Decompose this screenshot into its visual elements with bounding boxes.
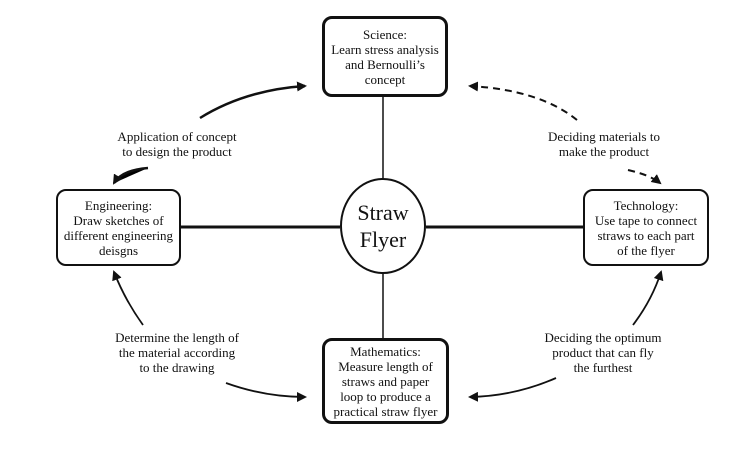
node-engineering-title: Engineering: (84, 197, 153, 213)
node-technology: Technology: Use tape to connect straws t… (583, 189, 709, 266)
node-engineering: Engineering: Draw sketches of different … (56, 189, 181, 266)
node-text: Learn stress analysis (331, 41, 439, 57)
edge-text: to the drawing (139, 360, 215, 375)
edge-label-technology-mathematics: Deciding the optimum product that can fl… (545, 330, 662, 375)
node-text: concept (364, 71, 406, 87)
node-text: Draw sketches of (73, 212, 164, 228)
node-text: different engineering (63, 227, 174, 243)
arrow-engineering-to-science (199, 81, 307, 120)
edge-text: product that can fly (552, 345, 654, 360)
node-text: Use tape to connect (594, 212, 698, 228)
edge-text: Deciding the optimum (544, 330, 662, 345)
node-text: practical straw flyer (333, 403, 438, 419)
edge-text: the material according (118, 345, 236, 360)
edge-label-science-technology: Deciding materials to make the product (548, 129, 660, 159)
arrow-design-to-engineering (112, 166, 149, 185)
node-technology-title: Technology: (613, 197, 679, 213)
arrow-technology-to-science-dashed (468, 81, 578, 121)
edge-label-engineering-science: Application of concept to design the pro… (117, 129, 236, 159)
center-node-straw-flyer: Straw Flyer (340, 178, 426, 274)
arrow-determine-to-engineering (112, 270, 144, 326)
node-text: straws to each part (597, 227, 695, 243)
arrow-optimum-to-technology (632, 270, 664, 326)
node-mathematics-title: Mathematics: (350, 343, 421, 359)
node-text: Measure length of (338, 358, 433, 374)
node-text: deisgns (99, 242, 138, 258)
arrow-materials-to-technology-dashed (627, 169, 662, 185)
edge-text: make the product (558, 144, 650, 159)
edge-text: Deciding materials to (548, 129, 660, 144)
edge-text: Determine the length of (115, 330, 239, 345)
center-text: Straw (357, 200, 409, 225)
edge-label-mathematics-engineering: Determine the length of the material acc… (115, 330, 239, 375)
node-science: Science: Learn stress analysis and Berno… (322, 16, 448, 97)
center-text: Flyer (359, 227, 407, 252)
arrow-to-mathematics-left (225, 382, 307, 402)
node-text: straws and paper (341, 373, 430, 389)
edge-text: Application of concept (117, 129, 237, 144)
edge-text: the furthest (573, 360, 633, 375)
node-mathematics: Mathematics: Measure length of straws an… (322, 338, 449, 424)
node-text: loop to produce a (340, 388, 431, 404)
node-text: and Bernoulli’s (345, 56, 425, 72)
edge-text: to design the product (122, 144, 232, 159)
node-text: of the flyer (617, 242, 675, 258)
arrow-to-mathematics-right (468, 377, 557, 402)
node-science-title: Science: (362, 26, 408, 42)
